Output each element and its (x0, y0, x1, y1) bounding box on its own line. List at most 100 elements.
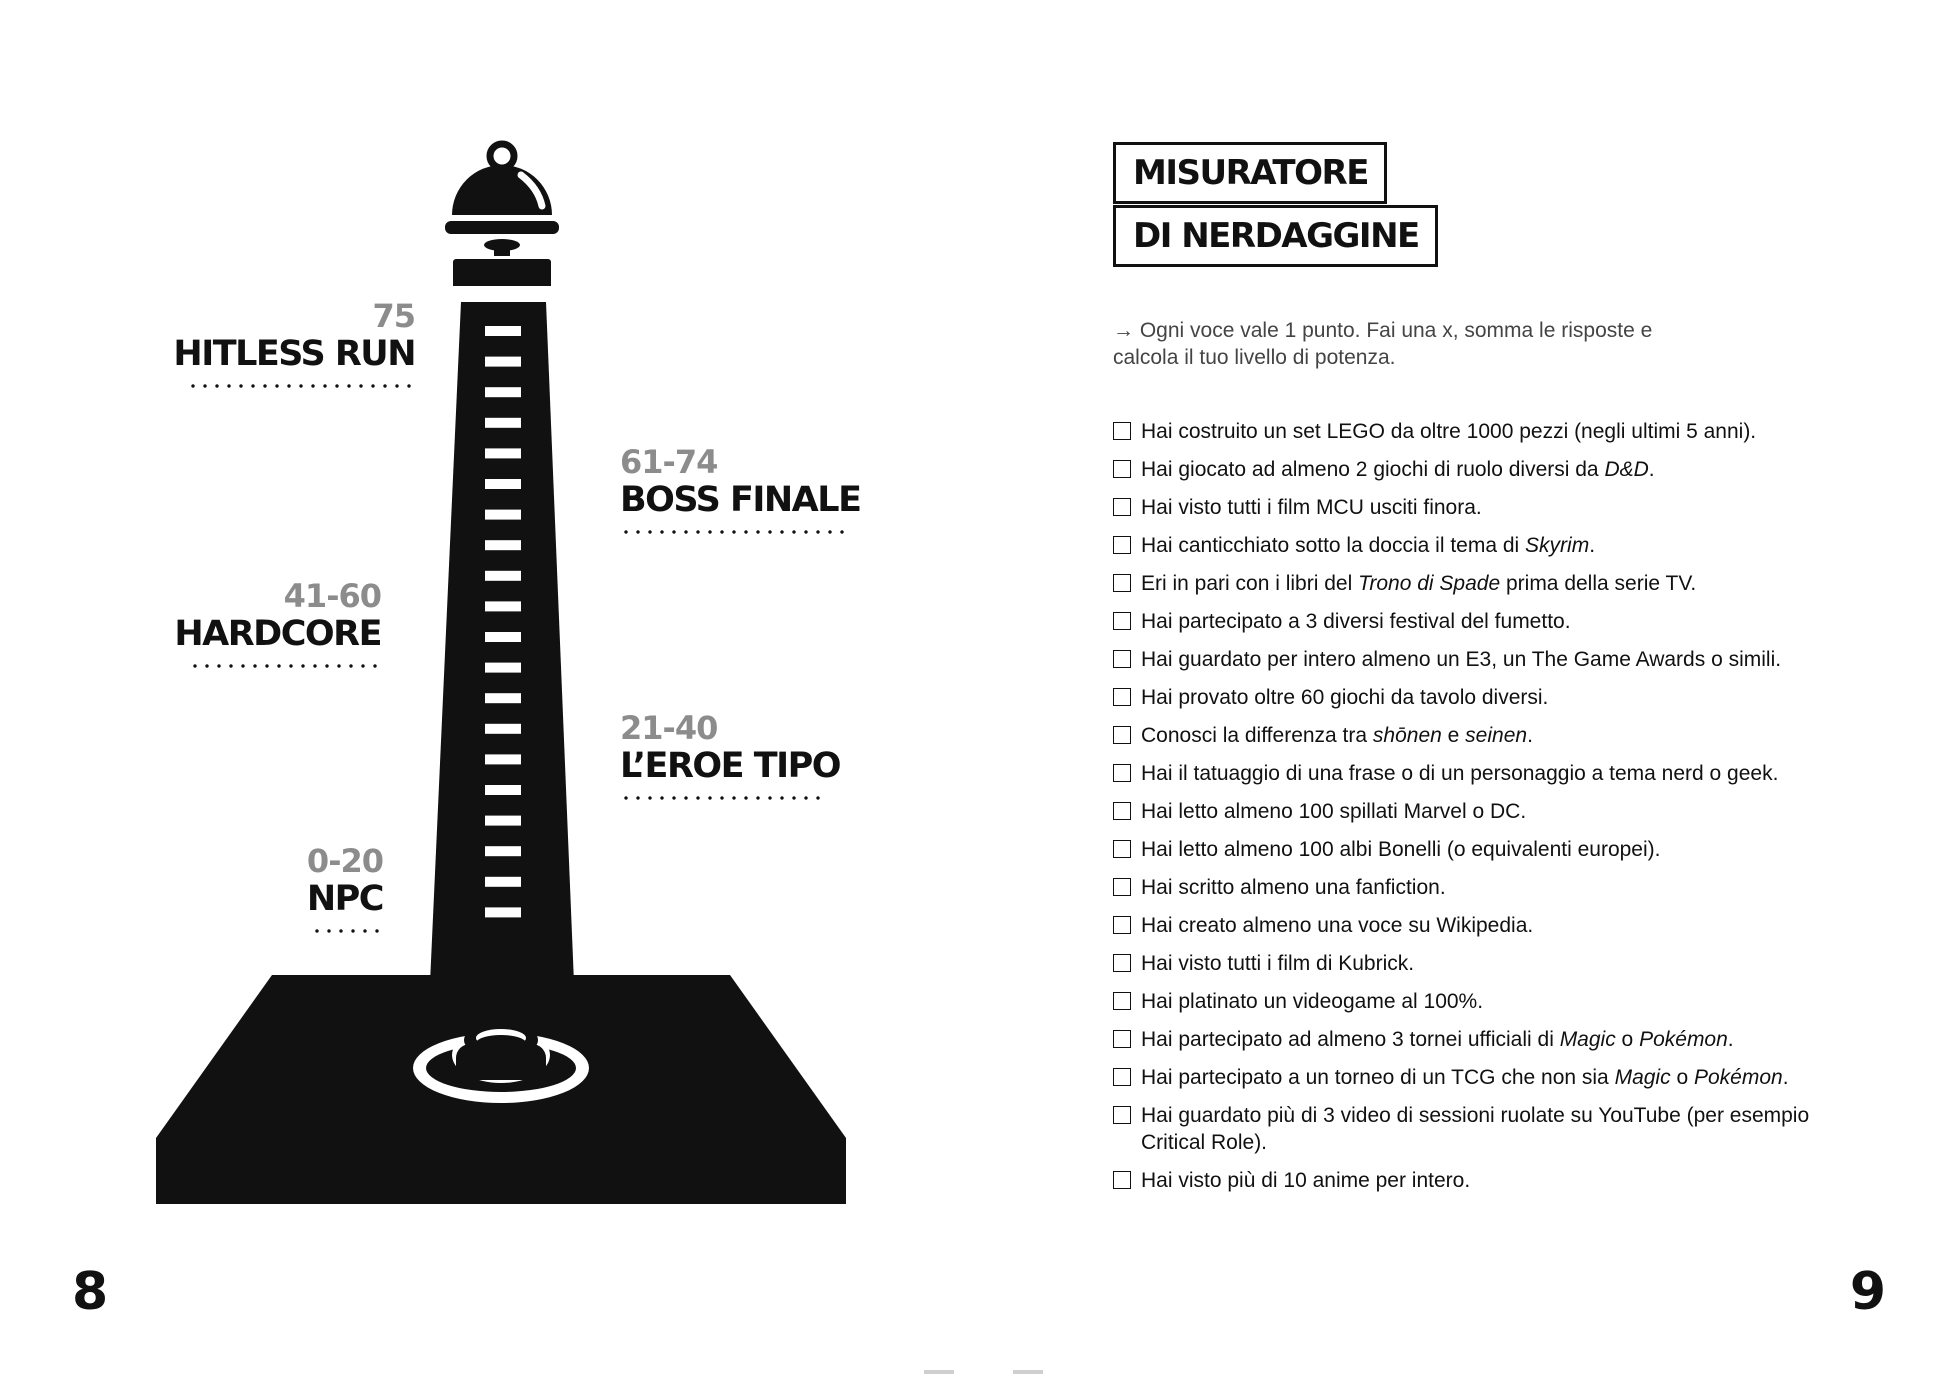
level-75: 75 HITLESS RUN (173, 297, 416, 388)
item-text-italic: Magic (1614, 1066, 1671, 1089)
checkbox-icon[interactable] (1113, 840, 1131, 858)
scale-mark (485, 570, 521, 581)
item-text-italic: Trono di Spade (1358, 572, 1501, 595)
checkbox-icon[interactable] (1113, 422, 1131, 440)
left-page: 75 HITLESS RUN 61-74 BOSS FINALE 41-60 H… (72, 140, 954, 1374)
item-text: Hai visto tutti i film di Kubrick. (1141, 952, 1415, 975)
level-range: 0-20 (306, 842, 384, 880)
checklist-item: Hai platinato un videogame al 100%. (1113, 988, 1853, 1015)
item-text: Hai canticchiato sotto la doccia il tema… (1141, 534, 1526, 557)
title-line-2: DI NERDAGGINE (1113, 205, 1438, 267)
checkbox-icon[interactable] (1113, 916, 1131, 934)
level-range: 75 (372, 297, 416, 335)
scale-mark (485, 387, 521, 398)
scale-mark (485, 417, 521, 428)
tower-base-front (156, 1138, 846, 1204)
item-text: Hai scritto almeno una fanfiction. (1141, 876, 1446, 899)
scale-mark (485, 326, 521, 336)
instructions: → Ogni voce vale 1 punto. Fai una x, som… (1113, 317, 1713, 371)
scale-mark (485, 846, 521, 857)
checklist-item: Hai partecipato a un torneo di un TCG ch… (1113, 1064, 1853, 1091)
checklist-item: Hai creato almeno una voce su Wikipedia. (1113, 912, 1853, 939)
checkbox-icon[interactable] (1113, 688, 1131, 706)
checkbox-icon[interactable] (1113, 460, 1131, 478)
scale-mark (485, 907, 521, 918)
checklist-item: Hai giocato ad almeno 2 giochi di ruolo … (1113, 456, 1853, 483)
scale-mark (485, 540, 521, 551)
instructions-text: Ogni voce vale 1 punto. Fai una x, somma… (1113, 319, 1653, 369)
scale-mark (485, 693, 521, 704)
checklist-item: Hai guardato per intero almeno un E3, un… (1113, 646, 1853, 673)
checkbox-icon[interactable] (1113, 498, 1131, 516)
level-0-20: 0-20 NPC (306, 842, 385, 933)
nerd-checklist: Hai costruito un set LEGO da oltre 1000 … (1113, 418, 1853, 1205)
checkbox-icon[interactable] (1113, 954, 1131, 972)
dotted-leader (620, 796, 824, 800)
level-label: HITLESS RUN (173, 334, 416, 374)
title-line-1: MISURATORE (1113, 142, 1387, 204)
checkbox-icon[interactable] (1113, 1068, 1131, 1086)
dotted-leader (189, 664, 381, 668)
level-range: 61-74 (620, 443, 718, 481)
dotted-leader (620, 530, 844, 534)
scale-mark (485, 785, 521, 795)
item-text-italic: Pokémon (1639, 1028, 1728, 1051)
item-text: Hai visto tutti i film MCU usciti finora… (1141, 496, 1482, 519)
scale-mark (485, 662, 521, 673)
scale-mark (485, 479, 521, 489)
scale-mark (485, 723, 521, 734)
checklist-item: Hai visto tutti i film di Kubrick. (1113, 950, 1853, 977)
checkbox-icon[interactable] (1113, 536, 1131, 554)
item-text: Hai giocato ad almeno 2 giochi di ruolo … (1141, 458, 1605, 481)
level-label: NPC (306, 879, 385, 919)
page-edge-mark (924, 1370, 954, 1374)
checkbox-icon[interactable] (1113, 612, 1131, 630)
level-label: BOSS FINALE (620, 480, 862, 520)
page-edge-mark (1013, 1370, 1043, 1374)
scale-mark (485, 754, 521, 765)
scale-mark (485, 632, 521, 642)
item-text-italic: seinen (1465, 724, 1528, 747)
scale-mark (485, 601, 521, 612)
checkbox-icon[interactable] (1113, 1030, 1131, 1048)
checkbox-icon[interactable] (1113, 764, 1131, 782)
item-text-italic: D&D (1604, 458, 1649, 481)
item-text: prima della serie TV. (1500, 572, 1697, 595)
item-text: Eri in pari con i libri del (1141, 572, 1359, 595)
checkbox-icon[interactable] (1113, 1171, 1131, 1189)
checklist-item: Hai visto tutti i film MCU usciti finora… (1113, 494, 1853, 521)
checklist-item: Hai visto più di 10 anime per intero. (1113, 1167, 1853, 1194)
scale-mark (485, 356, 521, 367)
checkbox-icon[interactable] (1113, 726, 1131, 744)
checklist-item: Hai costruito un set LEGO da oltre 1000 … (1113, 418, 1853, 445)
tower-scale-marks (485, 326, 521, 918)
item-text-italic: shōnen (1372, 724, 1442, 747)
dotted-leader (311, 929, 383, 933)
checklist-item: Hai canticchiato sotto la doccia il tema… (1113, 532, 1853, 559)
item-text-italic: Skyrim (1525, 534, 1590, 557)
item-text: . (1727, 1028, 1734, 1051)
item-text: Hai costruito un set LEGO da oltre 1000 … (1141, 420, 1757, 443)
item-text: o (1670, 1066, 1694, 1089)
checkbox-icon[interactable] (1113, 878, 1131, 896)
checkbox-icon[interactable] (1113, 574, 1131, 592)
checkbox-icon[interactable] (1113, 802, 1131, 820)
item-text-italic: Pokémon (1693, 1066, 1783, 1089)
checklist-item: Hai guardato più di 3 video di sessioni … (1113, 1102, 1853, 1156)
item-text: Hai provato oltre 60 giochi da tavolo di… (1141, 686, 1549, 709)
checkbox-icon[interactable] (1113, 1106, 1131, 1124)
item-text: Hai letto almeno 100 albi Bonelli (o equ… (1141, 838, 1661, 861)
checkbox-icon[interactable] (1113, 650, 1131, 668)
item-text: Hai visto più di 10 anime per intero. (1141, 1169, 1471, 1192)
checkbox-icon[interactable] (1113, 992, 1131, 1010)
target-button-icon (413, 1022, 589, 1103)
item-text: . (1527, 724, 1533, 747)
item-text: Hai guardato più di 3 video di sessioni … (1141, 1104, 1810, 1154)
page-number: 8 (72, 1262, 109, 1322)
level-range: 21-40 (620, 709, 718, 747)
bell (445, 140, 559, 286)
item-text: Hai il tatuaggio di una frase o di un pe… (1141, 762, 1779, 785)
dotted-leader (191, 384, 415, 388)
item-text: . (1782, 1066, 1789, 1089)
checklist-item: Hai il tatuaggio di una frase o di un pe… (1113, 760, 1853, 787)
